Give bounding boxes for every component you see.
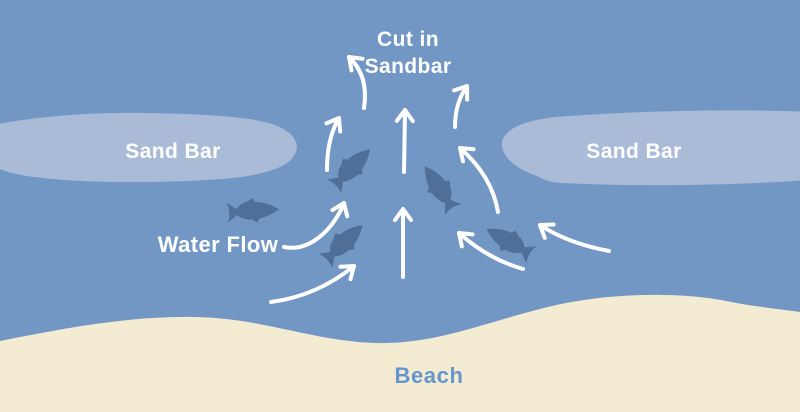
flow-arrow-mid-left xyxy=(324,116,343,172)
flow-arrow-bottom-left xyxy=(269,264,356,304)
flow-arrow-bottom-right-outer xyxy=(538,222,611,253)
flow-arrow-right-curve xyxy=(458,146,500,214)
flow-arrow-waterflow-pointer xyxy=(282,201,350,250)
sandbar-right-label: Sand Bar xyxy=(586,140,682,163)
flow-arrows xyxy=(269,55,611,304)
beach-label: Beach xyxy=(394,363,464,388)
cut-in-sandbar-line2: Sandbar xyxy=(364,55,452,78)
water-flow-label: Water Flow xyxy=(157,232,279,257)
flow-arrow-mid-right xyxy=(452,84,470,129)
sandbar-right-shape xyxy=(501,110,800,186)
flow-arrow-top-left-curve xyxy=(347,55,367,110)
flow-arrow-bottom-right-inner xyxy=(457,231,525,271)
sandbar-left-label: Sand Bar xyxy=(125,140,221,163)
sandbar-left-shape xyxy=(0,112,297,183)
cut-in-sandbar-label: Cut in Sandbar xyxy=(365,26,452,80)
beach-shape xyxy=(0,294,800,412)
flow-arrow-center-upper xyxy=(394,108,415,174)
cut-in-sandbar-line1: Cut in xyxy=(377,28,439,51)
